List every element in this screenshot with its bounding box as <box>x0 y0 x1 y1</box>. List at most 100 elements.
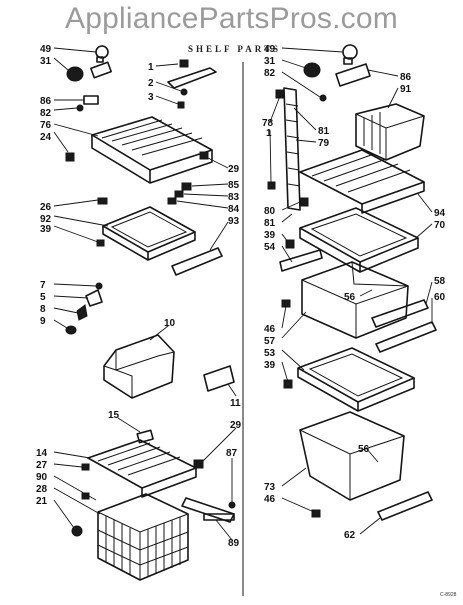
callout-91: 91 <box>400 84 412 95</box>
callout-57: 57 <box>264 336 276 347</box>
shelf-rail-93 <box>171 247 223 276</box>
callout-28: 28 <box>36 484 48 495</box>
light-bulb-right <box>342 44 358 65</box>
callout-60: 60 <box>434 292 446 303</box>
crisper-drawer-lower <box>299 411 405 501</box>
part-21 <box>71 525 83 537</box>
callout-73: 73 <box>264 482 276 493</box>
callout-7: 7 <box>40 280 46 291</box>
shelf-bracket-top <box>167 59 217 109</box>
part-83 <box>174 190 184 198</box>
part-46-lower <box>311 509 321 518</box>
leader-lines <box>53 47 433 541</box>
callout-78: 78 <box>262 118 274 129</box>
callout-82-left: 82 <box>40 108 52 119</box>
glass-shelf-right <box>285 207 419 273</box>
callout-53: 53 <box>264 348 276 359</box>
callout-1-left: 1 <box>148 62 154 73</box>
callout-85: 85 <box>228 180 240 191</box>
watermark: AppliancePartsPros.com <box>65 2 398 35</box>
callout-31-right: 31 <box>264 56 276 67</box>
callout-29-upper: 29 <box>228 164 240 175</box>
callout-5: 5 <box>40 292 46 303</box>
callout-1-right: 1 <box>266 128 272 139</box>
callout-56-lower: 56 <box>358 444 370 455</box>
shelf-ladder-79 <box>267 87 309 211</box>
callout-8: 8 <box>40 304 46 315</box>
callout-31-left: 31 <box>40 56 52 67</box>
rail-87 <box>181 497 235 523</box>
diagram-title: SHELF PARTS <box>188 44 281 54</box>
part-82-right <box>319 94 327 102</box>
callout-21: 21 <box>36 496 48 507</box>
callout-86-left: 86 <box>40 96 52 107</box>
part-89 <box>203 513 235 521</box>
callout-labels: 49 31 86 82 76 24 1 2 3 29 85 83 84 93 2… <box>36 44 446 549</box>
wire-shelf-right <box>299 149 425 214</box>
callout-87: 87 <box>226 448 238 459</box>
callout-46-lower: 46 <box>264 494 276 505</box>
callout-80: 80 <box>264 206 276 217</box>
part-7 <box>95 282 103 290</box>
wire-shelf-lower-left <box>81 439 204 498</box>
diagram-code: C-8928 <box>440 592 457 598</box>
callout-89: 89 <box>228 538 240 549</box>
callout-79: 79 <box>318 138 330 149</box>
callout-56-upper: 56 <box>344 292 356 303</box>
part-86-right <box>335 63 371 87</box>
part-15 <box>136 429 154 444</box>
rail-62 <box>377 491 433 521</box>
callout-94: 94 <box>434 208 446 219</box>
wire-shelf-upper-left <box>65 116 213 184</box>
light-socket-right <box>303 62 321 78</box>
callout-46-upper: 46 <box>264 324 276 335</box>
part-85 <box>181 182 192 191</box>
callout-14: 14 <box>36 448 48 459</box>
callout-90: 90 <box>36 472 48 483</box>
callout-92: 92 <box>40 214 52 225</box>
rail-58 <box>371 299 429 328</box>
part-84 <box>167 197 177 205</box>
callout-39-lower: 39 <box>264 360 276 371</box>
callout-39-left: 39 <box>40 224 52 235</box>
callout-82-right: 82 <box>264 68 276 79</box>
callout-27: 27 <box>36 460 48 471</box>
wire-basket-28 <box>97 493 189 581</box>
callout-81-lower: 81 <box>264 218 276 229</box>
callout-15: 15 <box>108 410 120 421</box>
glass-shelf-left <box>96 197 196 261</box>
callout-26: 26 <box>40 202 52 213</box>
callout-76: 76 <box>40 120 52 131</box>
part-5 <box>85 289 103 307</box>
crisper-cover-53 <box>283 347 415 412</box>
callout-93: 93 <box>228 216 240 227</box>
callout-54: 54 <box>264 242 276 253</box>
callout-81-upper: 81 <box>318 126 330 137</box>
crisper-drawer-upper <box>301 261 409 339</box>
callout-3: 3 <box>148 92 154 103</box>
callout-11: 11 <box>230 398 241 409</box>
part-82-left <box>76 104 84 112</box>
rail-54 <box>279 249 323 272</box>
callout-24: 24 <box>40 132 52 143</box>
callout-10: 10 <box>164 318 176 329</box>
callout-9: 9 <box>40 316 46 327</box>
callout-2: 2 <box>148 78 154 89</box>
part-8 <box>76 304 88 321</box>
callout-29-lower: 29 <box>230 420 242 431</box>
callout-39-right: 39 <box>264 230 276 241</box>
light-socket-left <box>66 61 112 82</box>
callout-70: 70 <box>434 220 446 231</box>
callout-58: 58 <box>434 276 446 287</box>
callout-83: 83 <box>228 192 240 203</box>
callout-49-left: 49 <box>40 44 52 55</box>
door-bin-10 <box>103 334 175 399</box>
part-9 <box>65 325 77 335</box>
callout-62: 62 <box>344 530 356 541</box>
light-bulb-left <box>95 45 109 63</box>
callout-49-right: 49 <box>264 44 276 55</box>
rail-60 <box>375 321 437 353</box>
callout-84: 84 <box>228 204 240 215</box>
